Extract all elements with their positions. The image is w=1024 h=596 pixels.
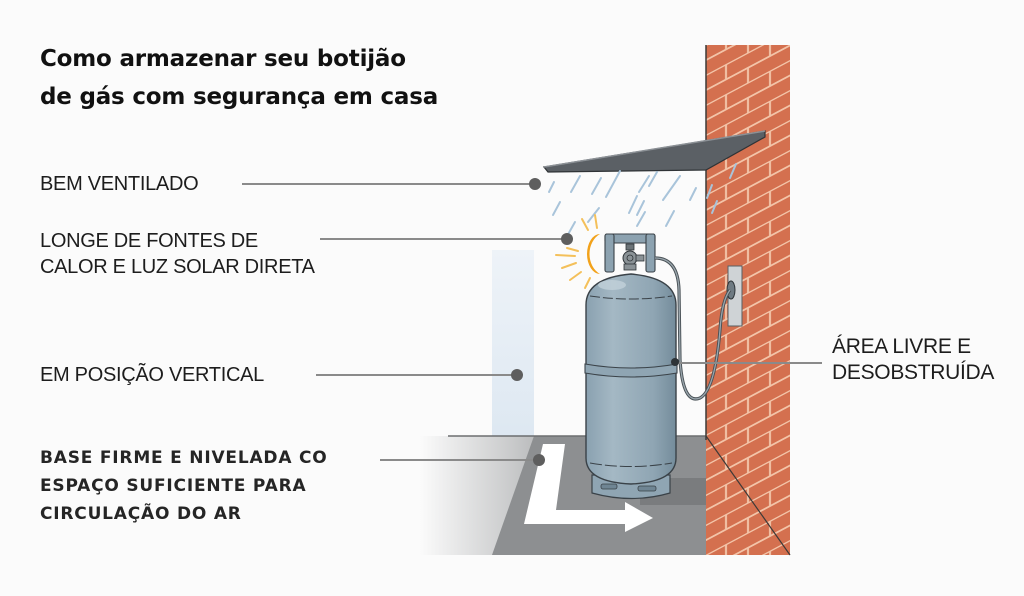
callout-clear-area-line-1: ÁREA LIVRE E [832, 335, 971, 358]
callout-base-line-2: ESPAÇO SUFICIENTE PARA [40, 476, 307, 496]
callout-base-line-1: BASE FIRME E NIVELADA CO [40, 448, 328, 468]
page-title: Como armazenar seu botijão de gás com se… [40, 40, 438, 116]
callout-base-dot [533, 454, 545, 466]
callout-base: BASE FIRME E NIVELADA CO ESPAÇO SUFICIEN… [40, 444, 328, 528]
callout-clear-area-leader [676, 362, 822, 364]
callout-ventilation-text: BEM VENTILADO [40, 173, 199, 195]
callout-heat-line-2: CALOR E LUZ SOLAR DIRETA [40, 256, 315, 278]
title-line-2: de gás com segurança em casa [40, 84, 439, 110]
callout-heat: LONGE DE FONTES DE CALOR E LUZ SOLAR DIR… [40, 228, 315, 280]
callout-clear-area-line-2: DESOBSTRUÍDA [832, 361, 995, 384]
rain-drops [548, 163, 737, 239]
callout-vertical-text: EM POSIÇÃO VERTICAL [40, 364, 264, 386]
callout-clear-area-dot [671, 358, 679, 366]
sun-icon [555, 214, 600, 289]
gas-cylinder [584, 233, 678, 500]
callout-base-line-3: CIRCULAÇÃO DO AR [40, 504, 242, 524]
brick-wall [705, 45, 791, 556]
callout-ventilation-leader [242, 183, 532, 185]
callout-base-leader [380, 459, 538, 461]
callout-heat-dot [561, 233, 573, 245]
callout-vertical-dot [511, 369, 523, 381]
callout-vertical-leader [316, 374, 516, 376]
callout-clear-area: ÁREA LIVRE E DESOBSTRUÍDA [832, 334, 994, 386]
title-line-1: Como armazenar seu botijão [40, 46, 406, 72]
callout-heat-line-1: LONGE DE FONTES DE [40, 230, 258, 252]
callout-ventilation: BEM VENTILADO [40, 171, 199, 197]
callout-vertical: EM POSIÇÃO VERTICAL [40, 362, 264, 388]
callout-heat-leader [320, 238, 564, 240]
roof-canopy [542, 130, 766, 173]
wall-valve [726, 265, 743, 327]
direction-arrow [524, 444, 653, 532]
callout-ventilation-dot [529, 178, 541, 190]
